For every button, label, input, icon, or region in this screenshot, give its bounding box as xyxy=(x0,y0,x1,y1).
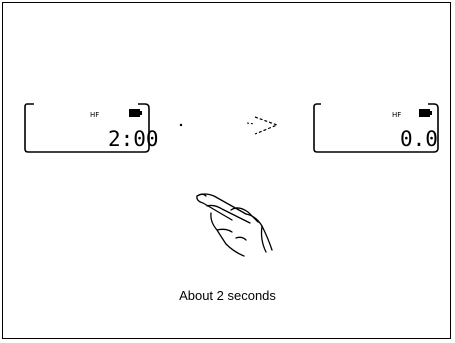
battery-icon xyxy=(419,109,432,117)
right-display-reading: 0.0 xyxy=(400,127,438,151)
left-display: HF 2:00 xyxy=(24,103,159,153)
battery-icon xyxy=(129,109,142,117)
right-display: HF 0.0 xyxy=(313,103,439,153)
left-display-reading: 2:00 xyxy=(108,127,159,151)
right-display-indicator: HF xyxy=(392,111,401,119)
arrow-right-icon xyxy=(246,116,279,135)
duration-caption: About 2 seconds xyxy=(179,288,276,303)
separator-dot xyxy=(179,123,183,127)
hand-pressing-icon xyxy=(196,193,273,257)
left-display-indicator: HF xyxy=(90,111,99,119)
diagram-frame xyxy=(2,2,451,339)
